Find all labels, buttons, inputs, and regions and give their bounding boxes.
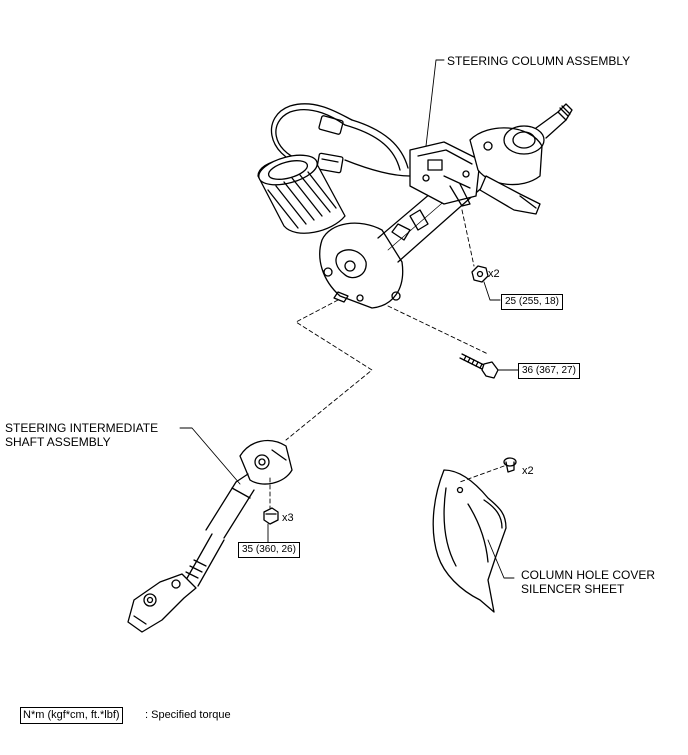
steering-column-drawing (257, 103, 573, 309)
silencer-sheet-label-line1: COLUMN HOLE COVER (521, 568, 656, 582)
intermediate-shaft-drawing (127, 439, 293, 633)
quantity-silencer-clip: x2 (522, 465, 534, 477)
shaft-bolt-part (263, 507, 279, 525)
intermediate-shaft-label-line2: SHAFT ASSEMBLY (5, 435, 111, 449)
intermediate-shaft-label-line1: STEERING INTERMEDIATE (5, 421, 159, 435)
quantity-column-nut: x2 (488, 268, 500, 280)
steering-column-assembly-label: STEERING COLUMN ASSEMBLY (447, 54, 631, 68)
column-bolt-part (459, 353, 499, 379)
leader-lines (179, 59, 519, 579)
silencer-clip-part (503, 457, 517, 473)
column-nut-part (471, 265, 489, 283)
torque-box-column-bolt: 36 (367, 27) (518, 363, 580, 379)
silencer-sheet-label-line2: SILENCER SHEET (521, 582, 625, 596)
torque-box-column-nut: 25 (255, 18) (501, 294, 563, 310)
legend-unit-box: N*m (kgf*cm, ft.*lbf) (20, 707, 123, 724)
quantity-shaft-bolt: x3 (282, 512, 294, 524)
torque-box-shaft-bolt: 35 (360, 26) (238, 542, 300, 558)
silencer-sheet-drawing (432, 469, 507, 613)
alignment-dashed-lines (269, 209, 505, 509)
legend-description: : Specified torque (145, 709, 231, 721)
